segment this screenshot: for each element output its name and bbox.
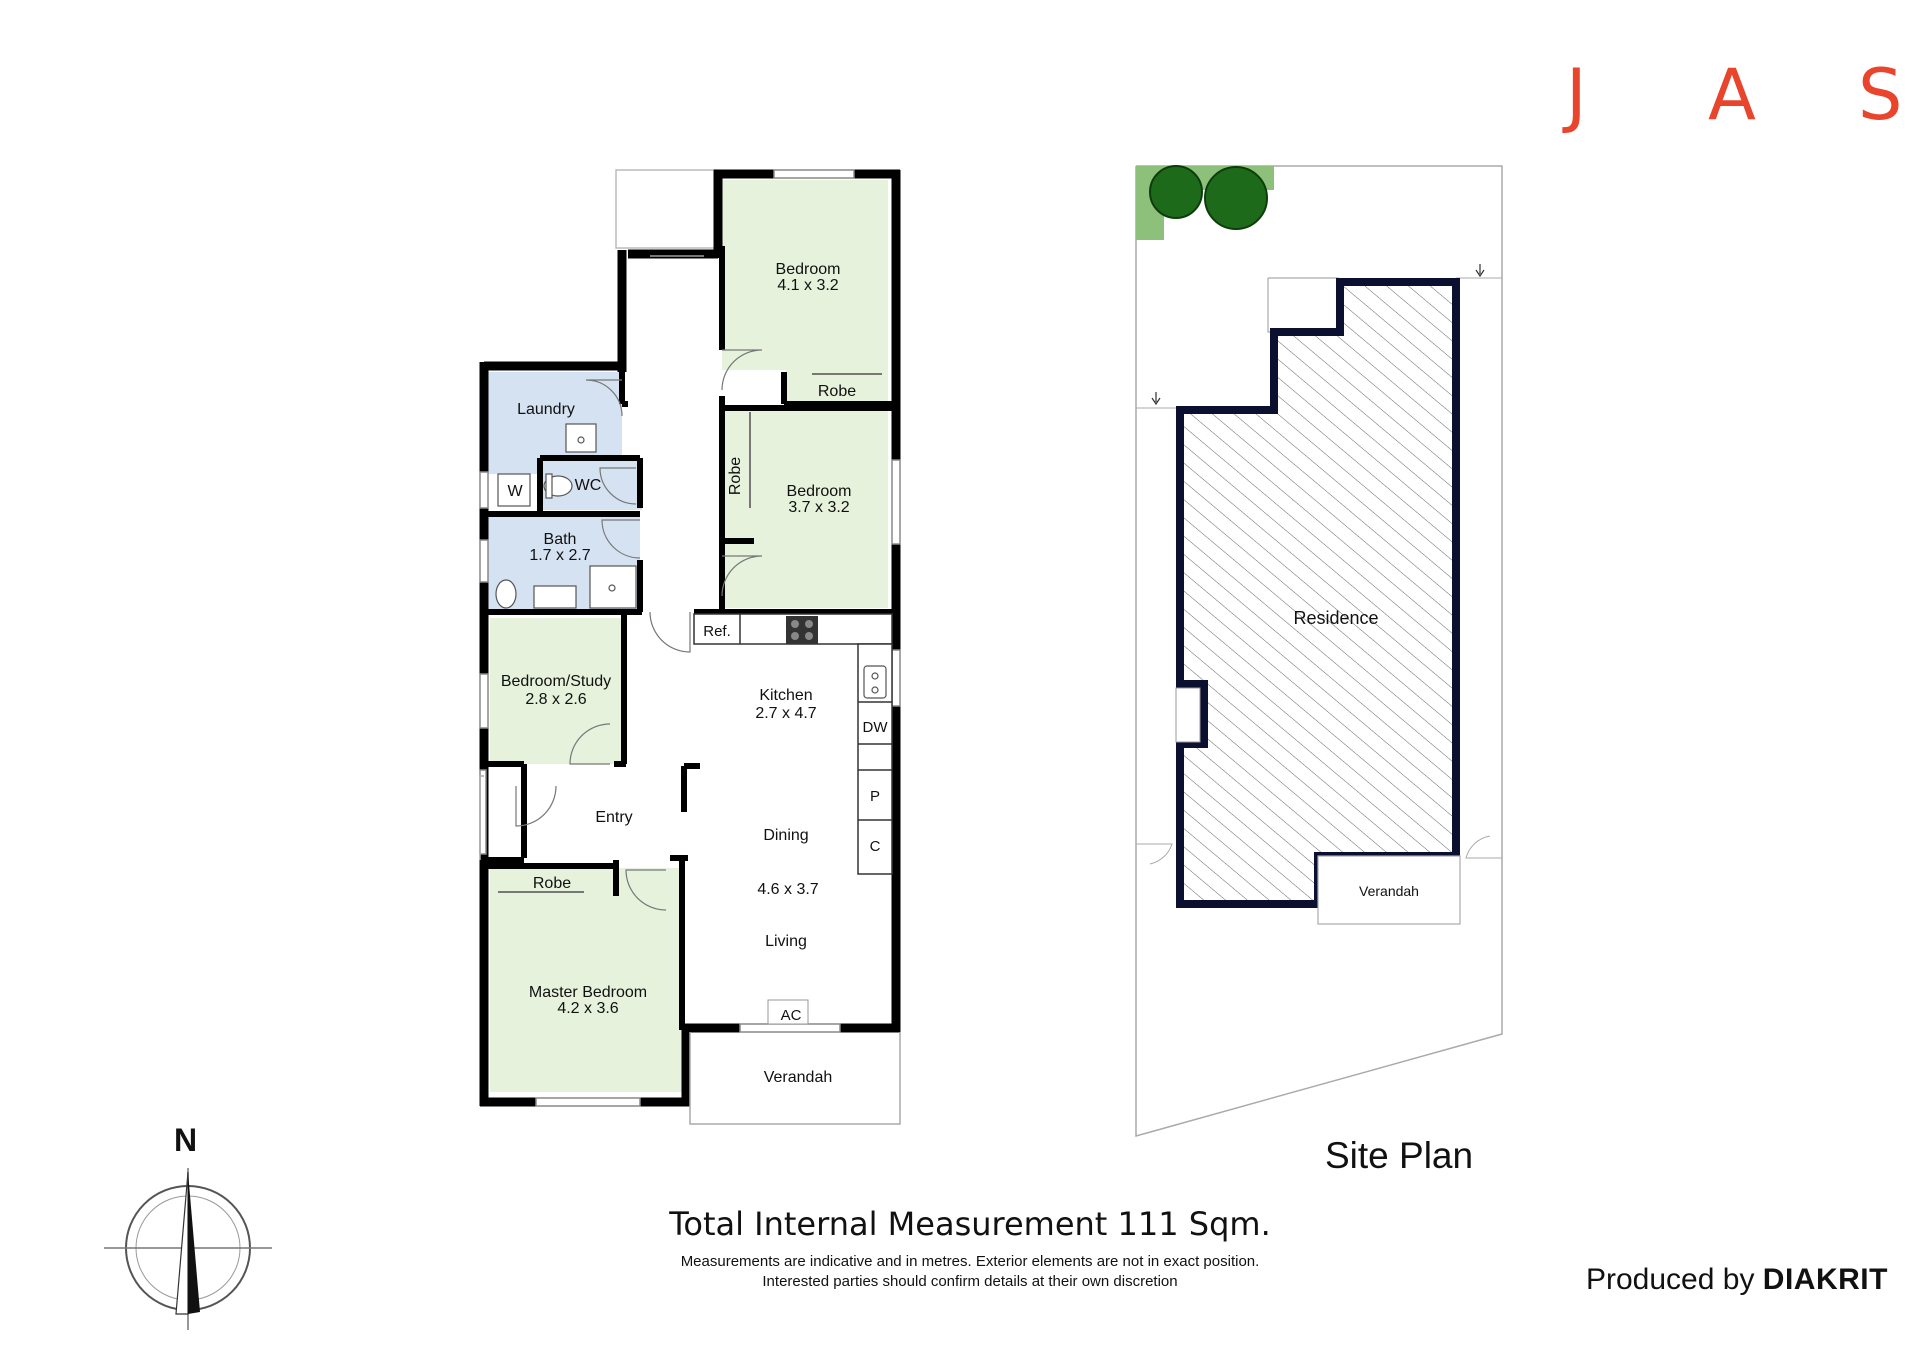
robe-top-fill xyxy=(786,370,888,404)
site-verandah xyxy=(1317,855,1461,925)
brand-logo: J A S xyxy=(1540,55,1910,135)
disclaimer-line-1: Measurements are indicative and in metre… xyxy=(680,1253,1260,1270)
label-dining: Dining xyxy=(763,827,808,844)
brand-letter-j: J xyxy=(1566,54,1587,136)
label-robe-top: Robe xyxy=(818,383,856,400)
air-conditioner-unit xyxy=(767,999,809,1025)
label-living: Living xyxy=(765,933,807,950)
label-bedroom-mid: Bedroom xyxy=(787,483,852,500)
brand-letter-a: A xyxy=(1708,54,1756,136)
label-wc: WC xyxy=(575,477,602,494)
label-bath: Bath xyxy=(544,531,577,548)
label-entry: Entry xyxy=(595,809,632,826)
label-washer: W xyxy=(507,483,523,500)
total-measurement: Total Internal Measurement 111 Sqm. xyxy=(669,1205,1271,1243)
label-aircon: AC xyxy=(781,1007,802,1024)
wet-area-fixtures xyxy=(495,423,637,609)
label-robe-mid: Robe xyxy=(727,457,744,495)
tree-icon xyxy=(1204,166,1268,230)
site-plan: Residence Verandah xyxy=(1135,165,1503,1137)
bedroom-top-fill xyxy=(722,180,888,370)
bay-window xyxy=(1175,687,1201,743)
cooktop-icon xyxy=(786,616,818,644)
arrow-icon xyxy=(1475,264,1485,278)
produced-by-credit: Produced by DIAKRIT xyxy=(1586,1263,1888,1297)
label-bedroom-study-size: 2.8 x 2.6 xyxy=(525,691,586,708)
credit-company: DIAKRIT xyxy=(1762,1263,1888,1296)
bedroom-study-fill xyxy=(490,618,622,764)
label-cupboard: C xyxy=(870,838,881,855)
label-bedroom-top: Bedroom xyxy=(776,261,841,278)
credit-prefix: Produced by xyxy=(1586,1263,1755,1296)
label-laundry: Laundry xyxy=(517,401,575,418)
site-fence-line xyxy=(1267,277,1339,333)
disclaimer-line-2: Interested parties should confirm detail… xyxy=(762,1273,1178,1290)
door-swings xyxy=(515,349,763,911)
outdoor-area-outline xyxy=(615,169,717,249)
label-residence: Residence xyxy=(1293,608,1378,628)
label-bedroom-study: Bedroom/Study xyxy=(501,673,611,690)
robe-sliding-doors xyxy=(498,255,882,893)
label-master-bedroom: Master Bedroom xyxy=(529,984,647,1001)
label-fridge: Ref. xyxy=(703,623,731,640)
arrow-icon xyxy=(1151,392,1161,406)
verandah-outline xyxy=(479,775,901,1125)
sink-icon xyxy=(863,665,887,699)
label-bedroom-top-size: 4.1 x 3.2 xyxy=(777,277,838,294)
label-kitchen: Kitchen xyxy=(759,687,812,704)
label-verandah: Verandah xyxy=(764,1069,833,1086)
label-dining-living-size: 4.6 x 3.7 xyxy=(757,881,818,898)
interior-walls xyxy=(480,246,892,1030)
gate-swing-left xyxy=(1136,843,1173,865)
master-bedroom-fill xyxy=(490,868,682,1092)
label-bath-size: 1.7 x 2.7 xyxy=(529,547,590,564)
label-kitchen-size: 2.7 x 4.7 xyxy=(755,705,816,722)
tree-icon xyxy=(1149,165,1203,219)
compass-north-label: N xyxy=(174,1122,198,1158)
gate-swing-right xyxy=(1465,835,1502,859)
site-boundary xyxy=(1135,165,1503,1137)
label-robe-master: Robe xyxy=(533,875,571,892)
label-site-verandah: Verandah xyxy=(1359,883,1419,899)
label-pantry: P xyxy=(870,788,880,805)
disclaimer: Measurements are indicative and in metre… xyxy=(560,1252,1380,1292)
floor-plan-labels: Bedroom 4.1 x 3.2 Robe Bedroom 3.7 x 3.2… xyxy=(501,261,888,1086)
compass-icon xyxy=(104,1168,272,1330)
brand-letter-s: S xyxy=(1858,54,1903,136)
label-bedroom-mid-size: 3.7 x 3.2 xyxy=(788,499,849,516)
label-master-bedroom-size: 4.2 x 3.6 xyxy=(557,1000,618,1017)
residence-footprint xyxy=(1176,278,1460,908)
site-plan-title: Site Plan xyxy=(1325,1135,1474,1176)
label-dishwasher: DW xyxy=(863,719,889,736)
